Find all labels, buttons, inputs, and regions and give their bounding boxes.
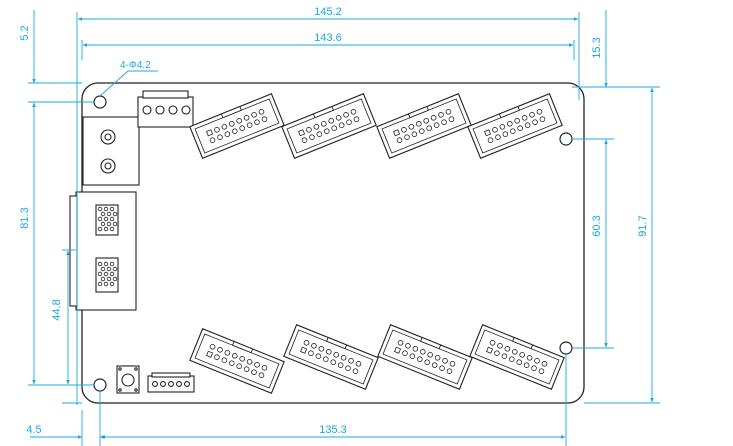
label-bottom-holes: 135.3: [319, 424, 347, 436]
power-jack-block: [82, 116, 140, 186]
db-pin: [106, 221, 112, 227]
idc-connector-top-2: [281, 93, 377, 159]
small-header-5pin: [147, 372, 195, 393]
db-pin: [103, 271, 109, 277]
idc-connector-top-3: [376, 93, 472, 159]
db-pin: [100, 276, 106, 282]
dimension-lines: [28, 10, 660, 446]
mounting-hole-bottom-left: [93, 378, 107, 392]
mounting-hole-bottom-right: [559, 341, 573, 355]
db-pin: [112, 211, 118, 217]
db-pin: [97, 226, 103, 232]
db-pin: [100, 266, 106, 272]
db-connector-pins: [97, 206, 118, 287]
db-pin: [112, 266, 118, 272]
idc-connector-top-4: [467, 93, 563, 159]
label-bottom-left: 4.5: [26, 424, 41, 436]
db-pin: [109, 271, 115, 277]
idc-bottom-wrapper-2: [283, 324, 379, 390]
db-pin: [97, 281, 103, 287]
label-mounting-holes: 4-Φ4.2: [120, 60, 151, 71]
db-pin: [106, 276, 112, 282]
idc-bottom-wrapper-3: [377, 324, 473, 390]
db-pin: [103, 281, 109, 287]
db-pin: [112, 276, 118, 282]
db-pin: [109, 206, 115, 212]
idc-connector-bottom-2: [283, 324, 379, 390]
db-pin: [103, 216, 109, 222]
db-pin: [106, 211, 112, 217]
db-pin: [106, 266, 112, 272]
idc-connectors-bottom-row: [189, 324, 565, 394]
idc-connector-bottom-1: [189, 328, 285, 394]
callout-leader: [99, 70, 158, 97]
label-left-lower: 44.8: [51, 299, 63, 320]
db-pin: [97, 261, 103, 267]
db-pin: [109, 281, 115, 287]
db-pin: [103, 261, 109, 267]
dimension-labels: 145.2 143.6 5.2 81.3 44.8 4.5 135.3 15.3…: [19, 6, 649, 436]
db-pin: [112, 221, 118, 227]
db-pin: [109, 226, 115, 232]
idc-connector-top-1: [189, 93, 285, 159]
idc-bottom-wrapper-1: [189, 328, 285, 394]
db-pin: [103, 206, 109, 212]
mounting-hole-top-right: [559, 132, 573, 146]
label-left-top: 5.2: [19, 25, 31, 40]
side-db-connector: [69, 191, 137, 311]
reset-button: [116, 365, 140, 394]
db-pin: [97, 271, 103, 277]
label-top-holes: 143.6: [314, 32, 342, 44]
idc-connector-bottom-3: [377, 324, 473, 390]
label-top-overall: 145.2: [314, 6, 342, 18]
mounting-hole-top-left: [93, 95, 107, 109]
db-pin: [109, 216, 115, 222]
db-pin: [100, 211, 106, 217]
terminal-block: [137, 90, 194, 128]
idc-bottom-wrapper-4: [469, 324, 565, 390]
db-pin: [97, 216, 103, 222]
db-pin: [97, 206, 103, 212]
db-pin: [100, 221, 106, 227]
idc-connectors-top-row: [189, 93, 563, 159]
db-pin: [103, 226, 109, 232]
db-pin: [109, 261, 115, 267]
label-right-holes: 60.3: [591, 215, 603, 236]
idc-connector-bottom-4: [469, 324, 565, 390]
label-right-top: 15.3: [591, 37, 603, 58]
label-right-height: 91.7: [637, 215, 649, 236]
label-left-height: 81.3: [19, 207, 31, 228]
